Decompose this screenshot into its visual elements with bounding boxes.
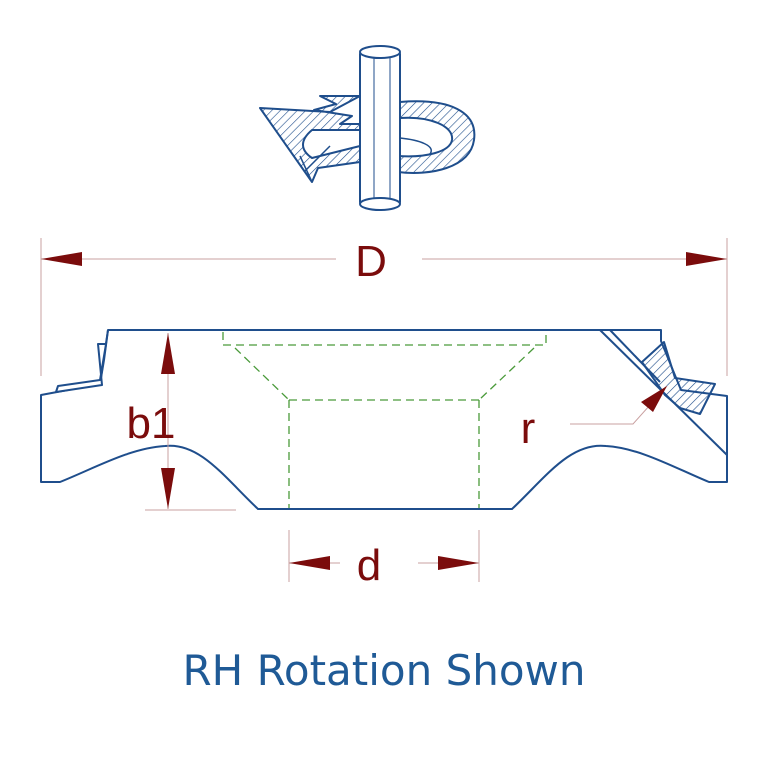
arrow-left-icon [289,556,330,570]
hidden-bore-lines [222,332,547,509]
dimension-d: d [288,530,480,590]
arrow-right-icon [438,556,479,570]
arrow-icon [641,386,667,412]
dimension-label-d: d [357,541,381,590]
dimension-r: r [521,385,668,453]
dimension-b1: b1 [127,333,236,511]
arrow-down-icon [161,468,175,509]
dimension-D: D [40,237,728,376]
dimension-label-D: D [355,237,387,286]
insert-hatched [641,341,716,415]
dimension-label-r: r [521,404,536,453]
arrow-left-icon [41,252,82,266]
caption: RH Rotation Shown [182,646,586,695]
cutter-body-outline [40,329,728,510]
dimension-label-b1: b1 [127,399,176,448]
shaft-icon [359,49,401,207]
arrow-up-icon [161,333,175,374]
arrow-right-icon [686,252,727,266]
rh-rotation-arrow-icon [259,45,476,211]
